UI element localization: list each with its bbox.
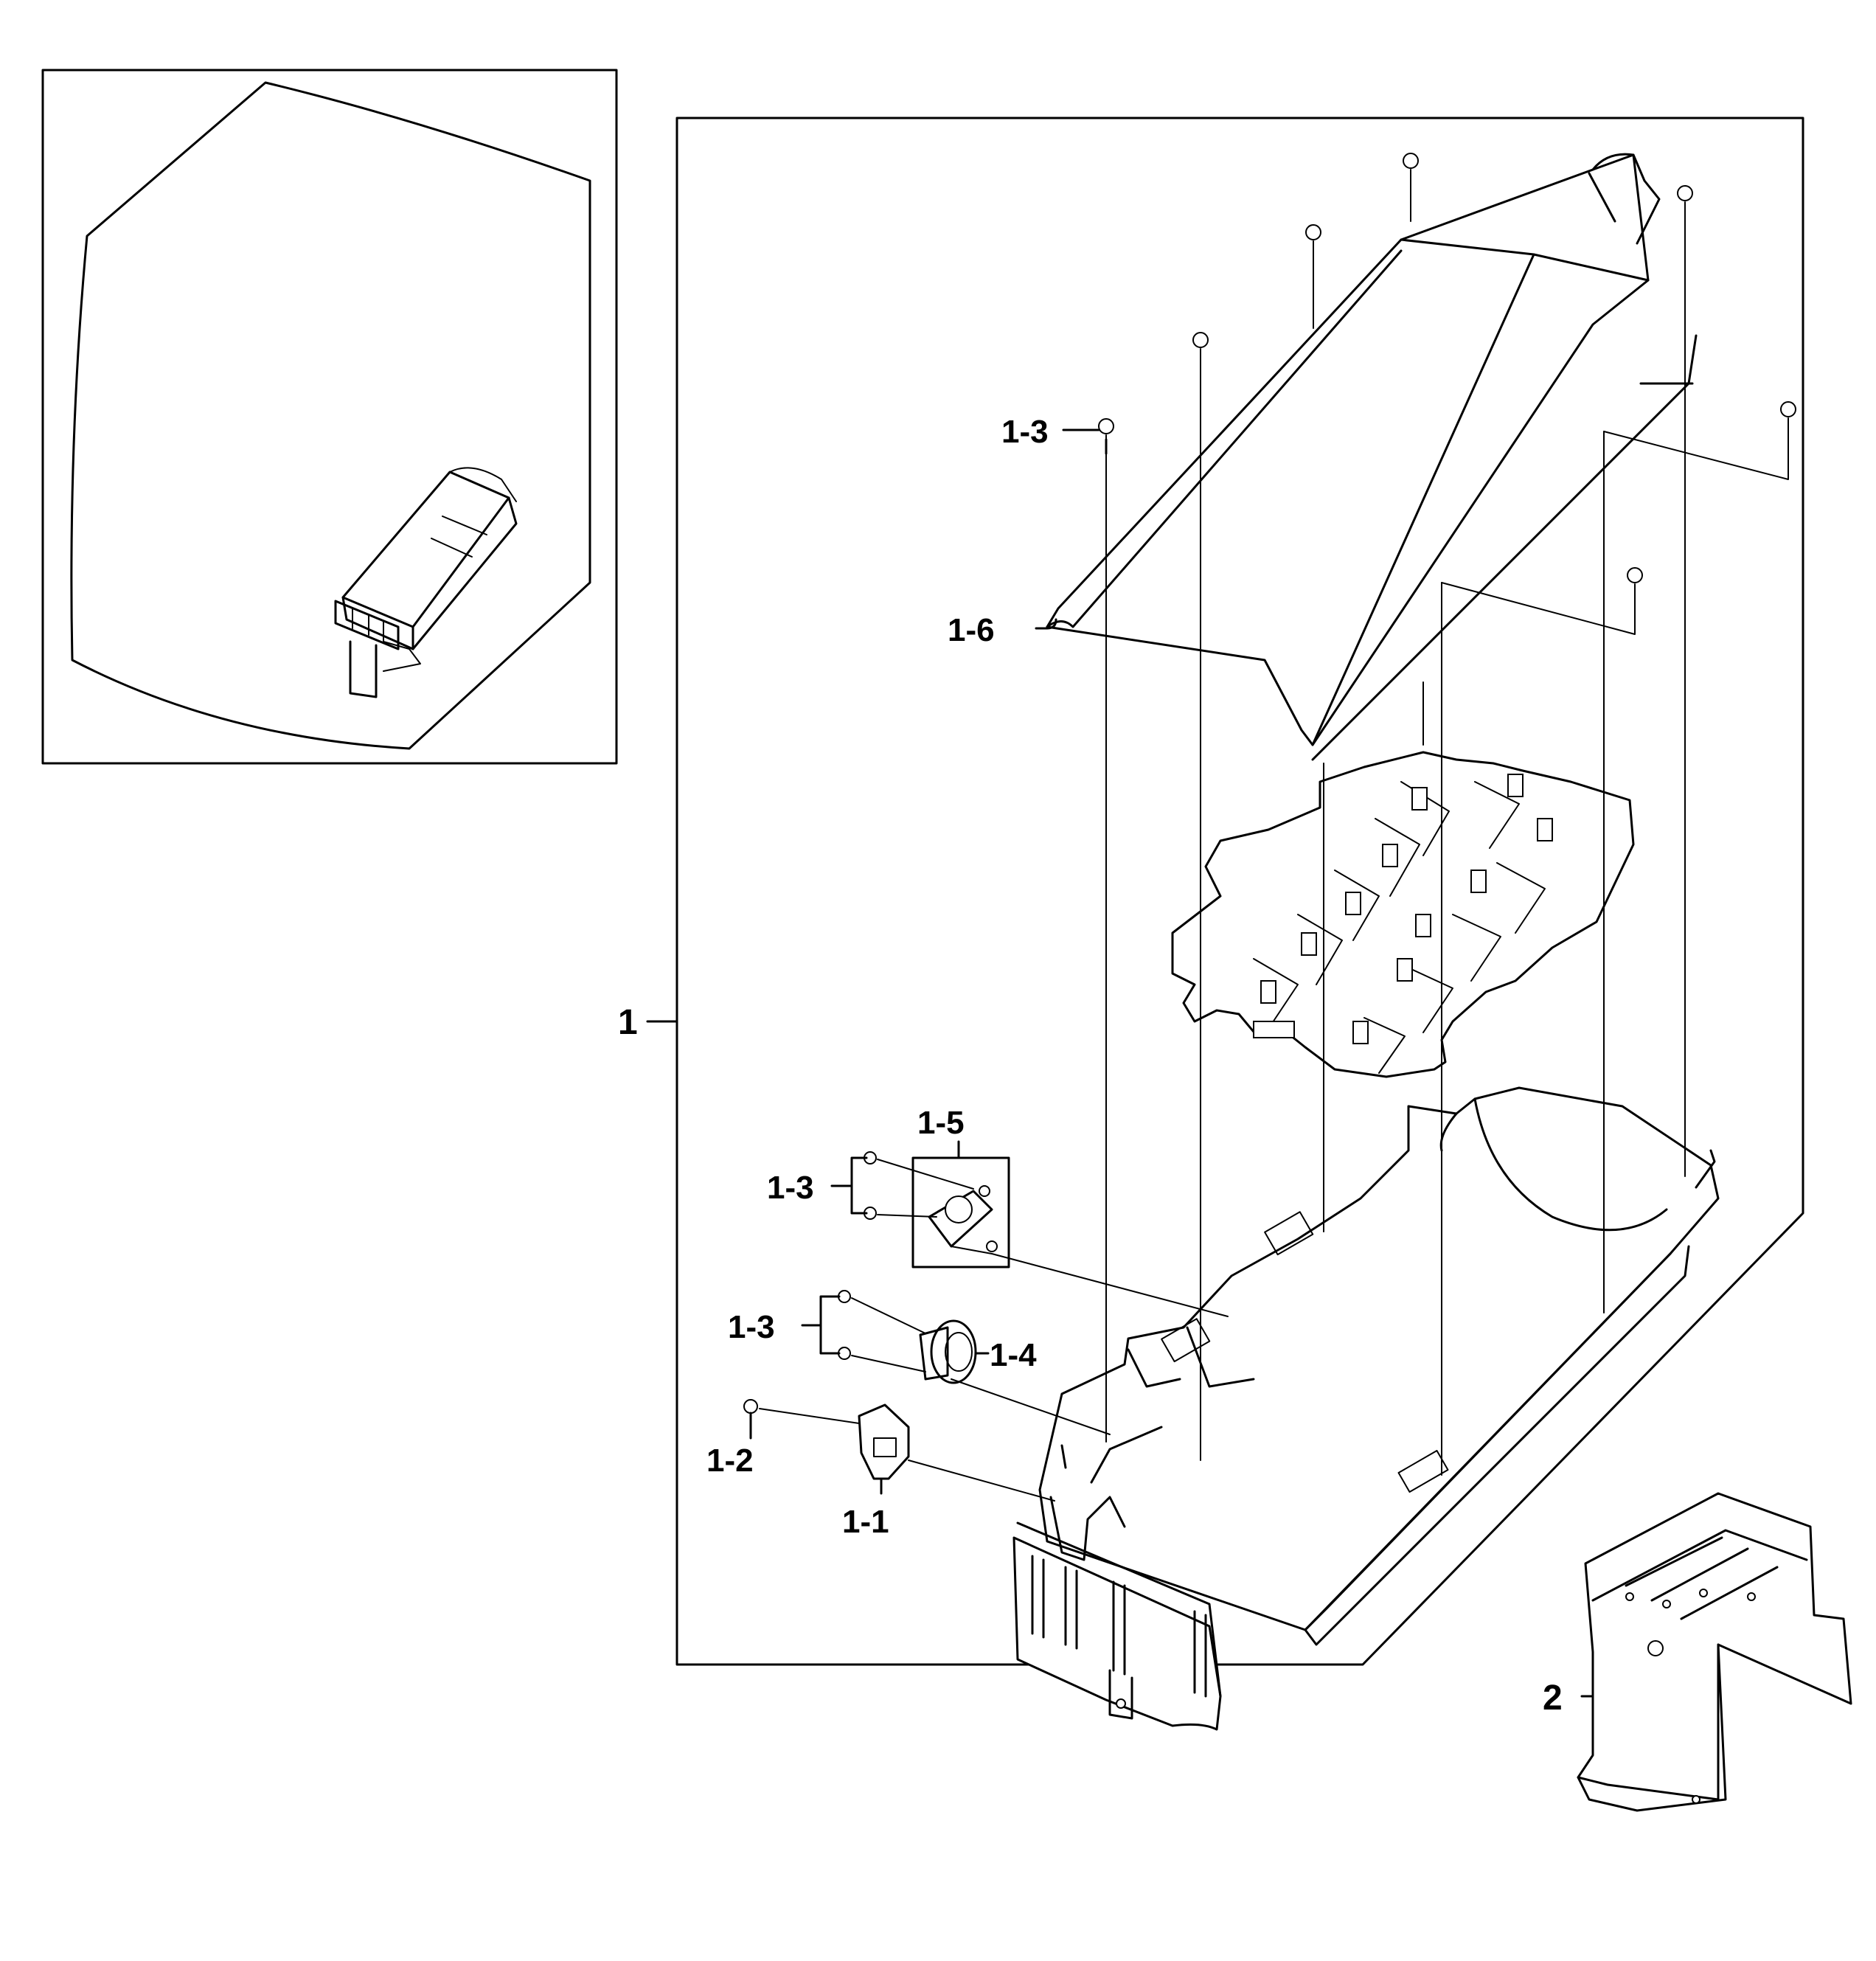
inset-heater-assembly bbox=[334, 467, 518, 698]
callout-2: 2 bbox=[1543, 1679, 1563, 1718]
callout-1-1: 1-1 bbox=[842, 1504, 889, 1540]
callout-1-2: 1-2 bbox=[706, 1443, 754, 1479]
cover-screws bbox=[1098, 153, 1796, 583]
callout-leaders bbox=[646, 428, 1593, 1698]
fuse-bracket-group bbox=[830, 1140, 1229, 1317]
heater-terminals bbox=[1253, 774, 1553, 1044]
fuse-bracket-frame bbox=[911, 1156, 1010, 1268]
heater-housing bbox=[1038, 1086, 1720, 1646]
heater-cover bbox=[1046, 153, 1698, 761]
callout-1-6: 1-6 bbox=[948, 612, 995, 648]
callout-1-3-lower: 1-3 bbox=[728, 1309, 775, 1345]
callout-1: 1 bbox=[618, 1003, 638, 1042]
callout-1-3-upper: 1-3 bbox=[767, 1170, 814, 1206]
callout-1-3-top: 1-3 bbox=[1001, 414, 1049, 450]
heater-element-plate bbox=[1171, 751, 1635, 1078]
assembly-frame bbox=[675, 117, 1804, 1666]
thermostat-group bbox=[743, 1399, 1055, 1502]
mounting-bracket bbox=[1577, 1492, 1852, 1812]
inset-frame bbox=[41, 69, 618, 765]
overview-inset bbox=[41, 69, 618, 765]
inset-dryer-outline bbox=[70, 81, 591, 750]
thermal-fuse-group bbox=[801, 1290, 1111, 1435]
callout-1-4: 1-4 bbox=[990, 1337, 1037, 1373]
alignment-lines bbox=[1105, 169, 1789, 1476]
callout-labels: 1-3 1-6 1 1-5 1-3 1-3 1-4 1-2 1-1 2 bbox=[618, 414, 1563, 1718]
callout-1-5: 1-5 bbox=[917, 1105, 965, 1141]
front-end-bracket bbox=[1012, 1444, 1222, 1731]
